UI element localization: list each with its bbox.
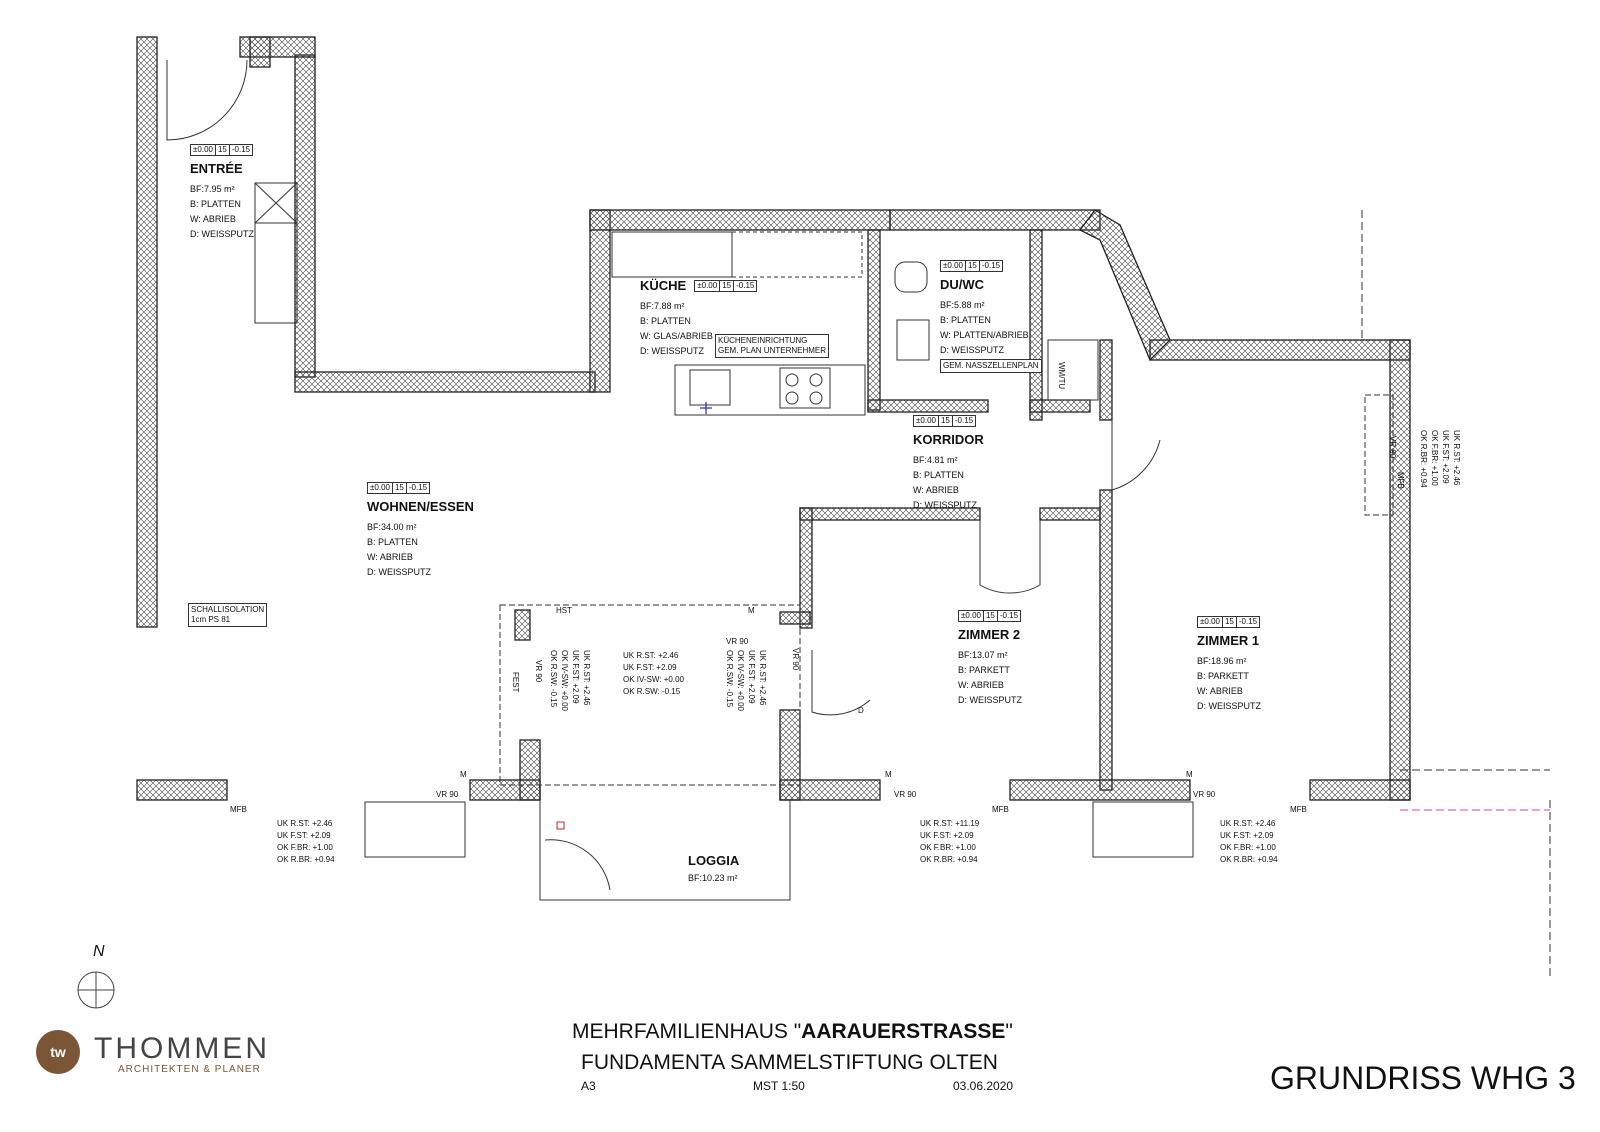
room-wall: W: ABRIEB — [1197, 686, 1243, 696]
north-label: N — [93, 943, 105, 960]
label-d: D — [858, 706, 864, 715]
room-ceiling: D: WEISSPUTZ — [913, 500, 978, 510]
room-loggia: LOGGIA BF:10.23 m² — [688, 848, 739, 886]
label-m: M — [748, 606, 755, 615]
room-area: BF:7.95 m² — [190, 184, 235, 194]
label-mfb: MFB — [230, 805, 247, 814]
label-vr90: VR 90 — [791, 648, 800, 671]
room-ceiling: D: WEISSPUTZ — [1197, 701, 1262, 711]
paper-format: A3 — [581, 1079, 596, 1093]
logo-mark: tw — [50, 1044, 66, 1060]
room-area: BF:10.23 m² — [688, 873, 738, 883]
label-vr90: VR 90 — [534, 660, 543, 683]
project-title: MEHRFAMILIENHAUS "AARAUERSTRASSE" — [572, 1020, 1013, 1043]
room-wall: W: ABRIEB — [913, 485, 959, 495]
logo-icon — [36, 1030, 80, 1074]
north-arrow-icon — [77, 971, 115, 1009]
room-floor: B: PARKETT — [1197, 671, 1249, 681]
room-wall: W: GLAS/ABRIEB — [640, 331, 713, 341]
label-vr90: VR 90 — [726, 637, 749, 646]
label-m: M — [460, 770, 467, 779]
room-name: KORRIDOR — [913, 432, 984, 447]
label-fest: FEST — [511, 672, 520, 693]
room-area: BF:34.00 m² — [367, 522, 417, 532]
room-floor: B: PLATTEN — [367, 537, 418, 547]
room-ceiling: D: WEISSPUTZ — [190, 229, 255, 239]
room-floor: B: PARKETT — [958, 665, 1010, 675]
label-m: M — [1186, 770, 1193, 779]
label-vr90: VR 90 — [1388, 436, 1397, 459]
label-vr90: VR 90 — [1193, 790, 1216, 799]
room-ceiling: D: WEISSPUTZ — [940, 345, 1005, 355]
label-hst: HST — [556, 606, 572, 615]
red-marker — [556, 821, 565, 830]
room-floor: B: PLATTEN — [913, 470, 964, 480]
room-area: BF:5.88 m² — [940, 300, 985, 310]
logo-name: THOMMEN — [94, 1032, 270, 1065]
room-name: ZIMMER 2 — [958, 627, 1021, 642]
room-wall: W: ABRIEB — [958, 680, 1004, 690]
room-area: BF:13.07 m² — [958, 650, 1008, 660]
room-floor: B: PLATTEN — [190, 199, 241, 209]
room-name: DU/WC — [940, 277, 985, 292]
room-area: BF:7.88 m² — [640, 301, 685, 311]
room-area: BF:4.81 m² — [913, 455, 958, 465]
label-vr90: VR 90 — [894, 790, 917, 799]
lines — [166, 59, 1551, 980]
plan-date: 03.06.2020 — [953, 1079, 1014, 1093]
room-name: KÜCHE — [640, 278, 687, 293]
label-m: M — [885, 770, 892, 779]
room-name: WOHNEN/ESSEN — [367, 499, 474, 514]
room-floor: B: PLATTEN — [940, 315, 991, 325]
blue-marker — [700, 402, 712, 414]
room-wall: W: PLATTEN/ABRIEB — [940, 330, 1029, 340]
room-name: ENTRÉE — [190, 161, 243, 176]
label-mfb: MFB — [1396, 472, 1405, 489]
room-ceiling: D: WEISSPUTZ — [367, 567, 432, 577]
label-mfb: MFB — [992, 805, 1009, 814]
room-name: ZIMMER 1 — [1197, 633, 1260, 648]
label-vr90: VR 90 — [436, 790, 459, 799]
label-wmtu: WM/TU — [1057, 362, 1066, 390]
plan-scale: MST 1:50 — [753, 1079, 805, 1093]
room-area: BF:18.96 m² — [1197, 656, 1247, 666]
note-nasszellen: GEM. NASSZELLENPLAN — [940, 359, 1042, 373]
room-name: LOGGIA — [688, 853, 740, 868]
room-ceiling: D: WEISSPUTZ — [958, 695, 1023, 705]
room-wall: W: ABRIEB — [190, 214, 236, 224]
room-ceiling: D: WEISSPUTZ — [640, 346, 705, 356]
room-floor: B: PLATTEN — [640, 316, 691, 326]
room-wall: W: ABRIEB — [367, 552, 413, 562]
plan-title: GRUNDRISS WHG 3 — [1270, 1060, 1576, 1096]
label-mfb: MFB — [1290, 805, 1307, 814]
client-title: FUNDAMENTA SAMMELSTIFTUNG OLTEN — [581, 1051, 998, 1074]
logo-tagline: ARCHITEKTEN & PLANER — [118, 1064, 261, 1075]
